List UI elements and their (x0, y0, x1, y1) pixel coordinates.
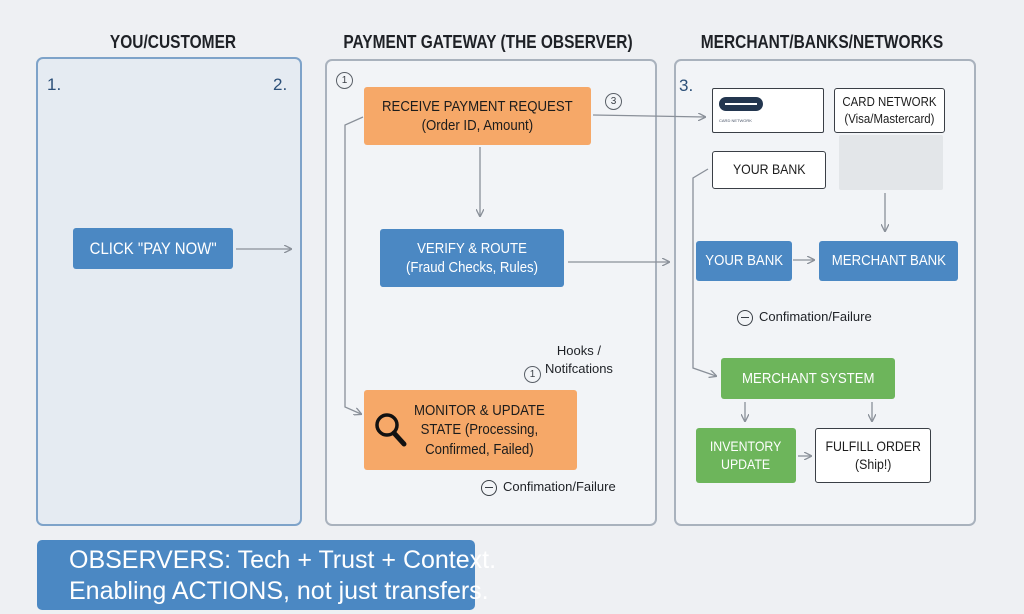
minus-circle-icon (737, 309, 753, 326)
hooks-step-marker: 1 (524, 366, 541, 383)
fulfill-line2: (Ship!) (854, 455, 892, 472)
step-3-label: 3. (679, 76, 694, 95)
gateway-status-label: Confimation/Failure (481, 479, 616, 496)
card-logo-text: CARD NETWORK (719, 118, 752, 124)
card-network-box: CARD NETWORK(Visa/Mastercard) (834, 88, 945, 133)
search-icon (372, 410, 410, 450)
inventory-line2: UPDATE (721, 455, 771, 472)
hooks-label: Hooks / Notifcations (545, 343, 613, 376)
fulfill-order-box: FULFILL ORDER(Ship!) (815, 428, 931, 483)
fulfill-line1: FULFILL ORDER (825, 437, 921, 454)
card-logo-box: CARD NETWORK (712, 88, 824, 133)
customer-column-title: YOU/CUSTOMER (109, 32, 237, 52)
card-logo-icon (719, 97, 763, 116)
minus-circle-icon (481, 479, 497, 496)
merchant-bank-box: MERCHANT BANK (819, 241, 958, 281)
merchant-system-box: MERCHANT SYSTEM (721, 358, 895, 399)
card-network-line2: (Visa/Mastercard) (844, 110, 935, 126)
banner-line2: Enabling ACTIONS, not just transfers. (69, 577, 489, 605)
verify-line2: (Fraud Checks, Rules) (405, 259, 539, 276)
networks-column-title: MERCHANT/BANKS/NETWORKS (700, 32, 944, 52)
your-bank-top-box: YOUR BANK (712, 151, 826, 189)
monitor-line1: MONITOR & UPDATE (414, 402, 545, 420)
verify-route-box: VERIFY & ROUTE (Fraud Checks, Rules) (380, 229, 564, 287)
step-1-label: 1. (47, 75, 62, 94)
inventory-line1: INVENTORY (710, 437, 782, 454)
receive-payment-box: RECEIVE PAYMENT REQUEST (Order ID, Amount… (364, 87, 591, 145)
monitor-line2: STATE (Processing, (420, 421, 539, 439)
gateway-step-marker: 1 (336, 72, 353, 89)
monitor-update-box: MONITOR & UPDATE STATE (Processing, Conf… (364, 390, 577, 470)
receive-line2: (Order ID, Amount) (421, 117, 534, 134)
networks-status-label: Confimation/Failure (737, 309, 872, 326)
banner-line1: OBSERVERS: Tech + Trust + Context. (69, 546, 497, 574)
monitor-line3: Confirmed, Failed) (425, 440, 534, 458)
verify-line1: VERIFY & ROUTE (417, 239, 527, 257)
receive-line1: RECEIVE PAYMENT REQUEST (382, 97, 573, 115)
card-network-line1: CARD NETWORK (842, 93, 937, 109)
gateway-column-title: PAYMENT GATEWAY (THE OBSERVER) (343, 32, 633, 52)
observers-banner: OBSERVERS: Tech + Trust + Context. Enabl… (37, 540, 497, 610)
customer-panel (36, 57, 302, 526)
pay-now-button[interactable]: CLICK "PAY NOW" (73, 228, 233, 269)
route-step-marker: 3 (605, 93, 622, 110)
card-network-placeholder (839, 135, 943, 190)
step-2-label: 2. (273, 75, 288, 94)
your-bank-box: YOUR BANK (696, 241, 792, 281)
